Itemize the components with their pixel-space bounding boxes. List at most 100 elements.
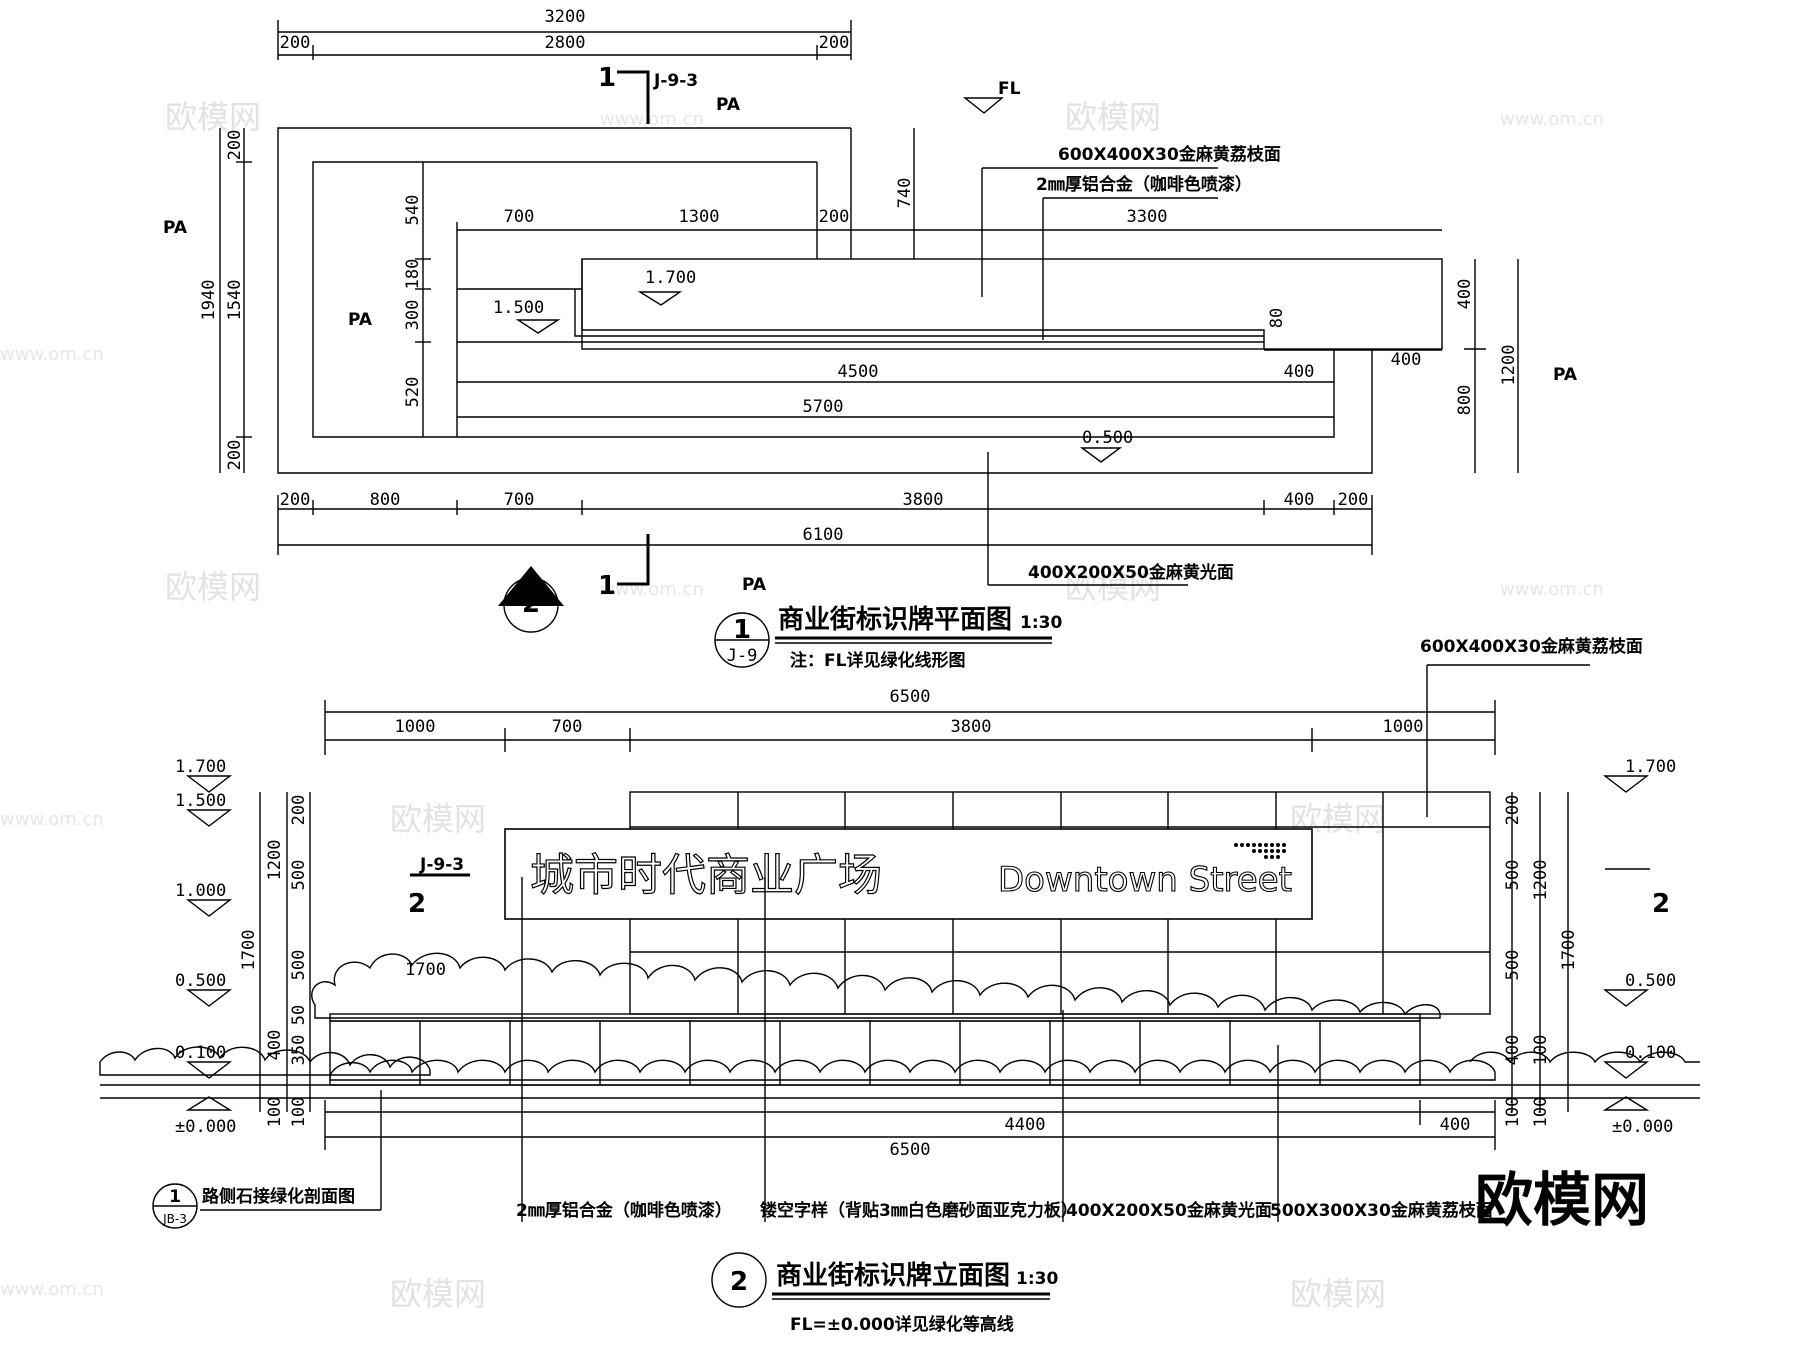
level-label: 1.700 (645, 268, 696, 288)
dim-label: 800 (370, 490, 401, 510)
elevation-scale: 1:30 (1016, 1269, 1058, 1289)
dim-label: 1000 (1383, 717, 1424, 737)
dim-label: 540 (403, 195, 423, 226)
dim-label: 200 (1338, 490, 1369, 510)
dim-label: 6500 (890, 1140, 931, 1160)
level-label: 0.500 (1625, 971, 1676, 991)
dim-label: 1200 (1499, 345, 1519, 386)
plan-title: 商业街标识牌平面图 (778, 604, 1012, 635)
dim-label: 3300 (1127, 207, 1168, 227)
dim-label: 400 (265, 1030, 285, 1061)
section-mark-number: 1 (598, 63, 616, 93)
dim-label: 1300 (679, 207, 720, 227)
dim-label: 400 (1391, 350, 1422, 370)
material-label: 400X200X50金麻黄光面 (1066, 1200, 1272, 1221)
dim-label: 2800 (545, 33, 586, 53)
plan-dimension-lines (219, 20, 1519, 555)
dim-label: 1200 (1531, 860, 1551, 901)
dim-label: 300 (403, 300, 423, 331)
elevation-dimension-labels: 6500 1000 700 3800 1000 4400 400 6500 17… (239, 687, 1579, 1160)
pa-label: PA (716, 95, 741, 115)
dim-label: 800 (1455, 385, 1475, 416)
brand-logo-text: 欧模网 (1475, 1166, 1649, 1234)
title-callout-sheet: J-9 (727, 646, 758, 666)
dim-label: 3800 (903, 490, 944, 510)
dim-label: 500 (1503, 950, 1523, 981)
material-label: 600X400X30金麻黄荔枝面 (1058, 144, 1281, 165)
watermark: 欧模网 (390, 1275, 486, 1313)
level-label: 1.700 (1625, 757, 1676, 777)
dim-label: 200 (225, 130, 245, 161)
sign-text-english: Downtown Street (998, 860, 1292, 900)
stone-base (329, 1013, 1421, 1086)
dim-label: 700 (552, 717, 583, 737)
detail-ref-number: 1 (169, 1187, 181, 1207)
material-label: 500X300X30金麻黄荔枝面 (1270, 1200, 1493, 1221)
level-label: ±0.000 (175, 1117, 236, 1137)
level-labels: 1.700 1.500 1.000 0.500 0.100 ±0.000 1.7… (175, 757, 1676, 1137)
section-mark-number: 2 (1652, 889, 1670, 919)
dim-label: 180 (403, 259, 423, 290)
level-label: 1.500 (175, 791, 226, 811)
level-label: 1.700 (175, 757, 226, 777)
detail-ref-text: 路侧石接绿化剖面图 (202, 1186, 355, 1207)
watermark: 欧模网 (1065, 98, 1161, 136)
level-label: 0.100 (1625, 1043, 1676, 1063)
dim-label: 100 (1531, 1035, 1551, 1066)
watermark-url: www.om.cn (600, 109, 704, 130)
dim-label: 3800 (951, 717, 992, 737)
watermark: 欧模网 (165, 568, 261, 606)
dim-label: 400 (1440, 1115, 1471, 1135)
pa-label: PA (742, 575, 767, 595)
material-label: 镂空字样（背贴3㎜白色磨砂面亚克力板） (760, 1200, 1078, 1221)
dim-label: 200 (225, 440, 245, 471)
plan-scale: 1:30 (1020, 613, 1062, 633)
elevation-material-labels: 600X400X30金麻黄荔枝面 2㎜厚铝合金（咖啡色喷漆） 镂空字样（背贴3㎜… (516, 636, 1643, 1221)
dim-label: 400 (1455, 279, 1475, 310)
dim-label: 700 (504, 490, 535, 510)
watermark-url: www.om.cn (0, 809, 104, 830)
dim-label: 520 (403, 377, 423, 408)
dim-label: 740 (895, 178, 915, 209)
plan-outlines (277, 127, 1443, 474)
dim-label: 200 (280, 490, 311, 510)
plan-note: 注：FL详见绿化线形图 (790, 650, 965, 671)
dim-label: 1200 (265, 840, 285, 881)
dim-label: 4500 (838, 362, 879, 382)
material-label: 2㎜厚铝合金（咖啡色喷漆） (1036, 174, 1252, 195)
dim-label: 200 (1503, 795, 1523, 826)
dim-label: 1700 (239, 930, 259, 971)
dim-label: 100 (1503, 1097, 1523, 1128)
dim-label: 200 (819, 207, 850, 227)
watermark: 欧模网 (1290, 1275, 1386, 1313)
dim-label: 200 (819, 33, 850, 53)
title-callout-number: 1 (733, 615, 751, 645)
dim-label: 4400 (1005, 1115, 1046, 1135)
dim-label: 3200 (545, 7, 586, 27)
detail-ref-sheet: JB-3 (162, 1212, 187, 1226)
dim-label: 1540 (225, 280, 245, 321)
dim-label: 500 (289, 950, 309, 981)
watermark: 欧模网 (1065, 568, 1161, 606)
elevation-title-block: 2 商业街标识牌立面图 1:30 FL=±0.000详见绿化等高线 (711, 1252, 1058, 1335)
level-label: 0.100 (175, 1043, 226, 1063)
elevation-title: 商业街标识牌立面图 (776, 1260, 1010, 1291)
dim-label: 50 (289, 1005, 309, 1025)
watermark-layer: 欧模网 欧模网 欧模网 欧模网 欧模网 欧模网 欧模网 欧模网 www.om.c… (0, 98, 1649, 1313)
dim-label: 1700 (1559, 930, 1579, 971)
dim-label: 5700 (803, 397, 844, 417)
elevation-note: FL=±0.000详见绿化等高线 (790, 1314, 1014, 1335)
title-callout-number: 2 (730, 1267, 748, 1297)
elevation-view: 城市时代商业广场 Downtown Street (99, 636, 1700, 1335)
dim-label: 1000 (395, 717, 436, 737)
level-label: ±0.000 (1612, 1117, 1673, 1137)
section-reference-symbol: 2 (498, 566, 564, 633)
pa-label: PA (163, 218, 188, 238)
watermark-url: www.om.cn (1500, 109, 1604, 130)
section-sheet-ref: J-9-3 (419, 855, 464, 875)
dim-label: 1700 (405, 960, 446, 980)
watermark: 欧模网 (165, 98, 261, 136)
section-mark-number: 2 (408, 889, 426, 919)
material-label: 400X200X50金麻黄光面 (1028, 562, 1234, 583)
dim-label: 350 (289, 1035, 309, 1066)
